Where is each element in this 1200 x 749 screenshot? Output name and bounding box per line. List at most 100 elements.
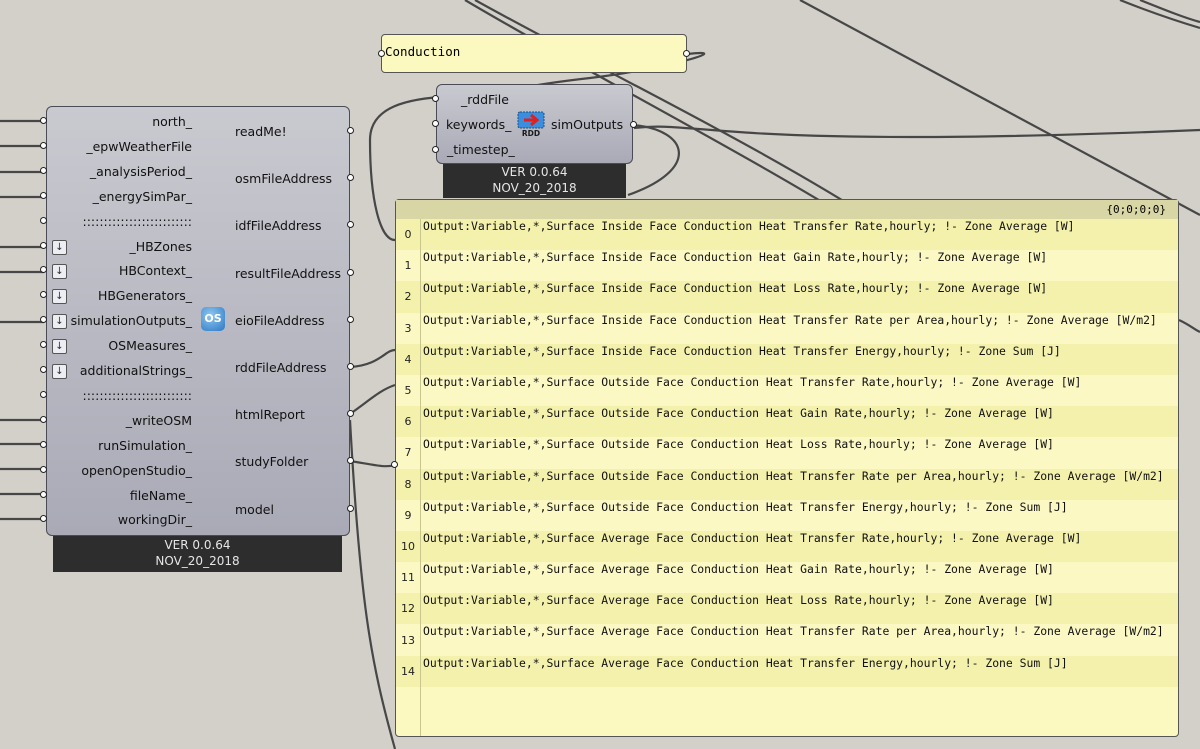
main-input-port[interactable] xyxy=(40,341,47,349)
row-text: Output:Variable,*,Surface Outside Face C… xyxy=(423,499,1068,514)
main-input-port[interactable] xyxy=(40,166,47,174)
conduction-panel-text: Conduction xyxy=(385,44,461,59)
conduction-panel[interactable]: Conduction xyxy=(381,34,687,73)
main-output-port[interactable] xyxy=(347,457,354,465)
output-label: rddFileAddress xyxy=(235,360,327,375)
input-label: :::::::::::::::::::::::::: xyxy=(82,387,193,403)
wire xyxy=(1178,318,1200,334)
conduction-panel-output-port[interactable] xyxy=(683,50,690,57)
row-text: Output:Variable,*,Surface Outside Face C… xyxy=(423,437,1054,452)
output-panel-input-port[interactable] xyxy=(391,461,398,468)
row-text: Output:Variable,*,Surface Inside Face Co… xyxy=(423,343,1061,358)
rdd-port-simoutputs[interactable] xyxy=(630,121,637,128)
main-output-port[interactable] xyxy=(347,268,354,276)
main-output-port[interactable] xyxy=(347,127,354,134)
main-input-port[interactable] xyxy=(40,490,47,498)
main-input-port[interactable] xyxy=(40,141,47,149)
main-version-badge: VER 0.0.64 NOV_20_2018 xyxy=(53,536,342,572)
main-input-port[interactable] xyxy=(40,366,47,373)
main-input-port[interactable] xyxy=(40,515,47,523)
output-label: readMe! xyxy=(235,124,287,139)
wire xyxy=(349,459,396,468)
main-output-port[interactable] xyxy=(347,410,354,418)
row-text: Output:Variable,*,Surface Inside Face Co… xyxy=(423,219,1075,233)
rdd-date: NOV_20_2018 xyxy=(492,181,577,195)
output-label: osmFileAddress xyxy=(235,171,333,187)
row-text: Output:Variable,*,Surface Inside Face Co… xyxy=(423,312,1157,327)
main-input-port[interactable] xyxy=(40,241,47,249)
row-index: 2 xyxy=(396,281,421,313)
wire xyxy=(627,123,680,197)
main-input-port[interactable] xyxy=(40,266,47,274)
conduction-panel-input-port[interactable] xyxy=(378,50,385,57)
input-label: HBGenerators_ xyxy=(98,288,192,304)
row-index: 3 xyxy=(396,312,421,344)
row-text: Output:Variable,*,Surface Inside Face Co… xyxy=(423,250,1048,265)
input-label: fileName_ xyxy=(129,487,192,503)
input-label: _analysisPeriod_ xyxy=(89,163,192,179)
wire xyxy=(799,0,1200,216)
main-output-port[interactable] xyxy=(347,315,354,323)
input-label: north_ xyxy=(152,114,192,129)
main-input-port[interactable] xyxy=(40,191,47,199)
output-label: htmlReport xyxy=(235,407,305,423)
main-version: VER 0.0.64 xyxy=(164,538,231,552)
main-input-port[interactable] xyxy=(40,316,47,324)
main-input-port[interactable] xyxy=(40,216,47,224)
wire xyxy=(1139,0,1200,24)
wire xyxy=(349,348,396,369)
wire xyxy=(633,125,1200,139)
row-index: 13 xyxy=(396,624,421,656)
output-label: resultFileAddress xyxy=(235,265,342,281)
wire xyxy=(348,419,397,749)
flatten-arrow-icon[interactable]: ↓ xyxy=(52,239,67,255)
main-input-port[interactable] xyxy=(40,415,47,423)
main-input-port[interactable] xyxy=(40,440,47,448)
row-text: Output:Variable,*,Surface Average Face C… xyxy=(423,562,1054,577)
rdd-port-rddfile[interactable] xyxy=(432,95,439,102)
wire xyxy=(1119,0,1200,30)
main-input-port[interactable] xyxy=(40,291,47,299)
main-date: NOV_20_2018 xyxy=(155,554,240,568)
main-output-port[interactable] xyxy=(347,174,354,182)
row-index: 9 xyxy=(396,499,421,531)
input-label: _epwWeatherFile xyxy=(86,138,192,154)
output-label: model xyxy=(235,501,274,517)
row-index: 14 xyxy=(396,655,421,687)
flatten-arrow-icon[interactable]: ↓ xyxy=(52,289,67,305)
wire xyxy=(368,95,441,242)
flatten-arrow-icon[interactable]: ↓ xyxy=(52,339,67,355)
input-label: simulationOutputs_ xyxy=(70,313,192,329)
rdd-port-keywords[interactable] xyxy=(432,120,439,127)
rdd-component[interactable]: _rddFile keywords_ _timestep_ RDD simOut… xyxy=(436,84,633,164)
main-input-port[interactable] xyxy=(40,117,47,124)
input-label: workingDir_ xyxy=(117,512,192,528)
flatten-arrow-icon[interactable]: ↓ xyxy=(52,314,67,330)
row-text: Output:Variable,*,Surface Outside Face C… xyxy=(423,468,1164,483)
row-text: Output:Variable,*,Surface Average Face C… xyxy=(423,530,1082,545)
main-input-port[interactable] xyxy=(40,390,47,398)
main-input-port[interactable] xyxy=(40,465,47,473)
main-output-port[interactable] xyxy=(347,221,354,229)
main-output-port[interactable] xyxy=(347,504,354,512)
input-label: _HBZones xyxy=(129,238,192,254)
flatten-arrow-icon[interactable]: ↓ xyxy=(52,364,67,379)
rdd-icon-label: RDD xyxy=(522,129,540,137)
flatten-arrow-icon[interactable]: ↓ xyxy=(52,264,67,280)
export-to-openstudio-component[interactable]: north__epwWeatherFile_analysisPeriod__en… xyxy=(46,106,350,536)
rdd-port-timestep[interactable] xyxy=(432,146,439,153)
main-output-port[interactable] xyxy=(347,363,354,370)
